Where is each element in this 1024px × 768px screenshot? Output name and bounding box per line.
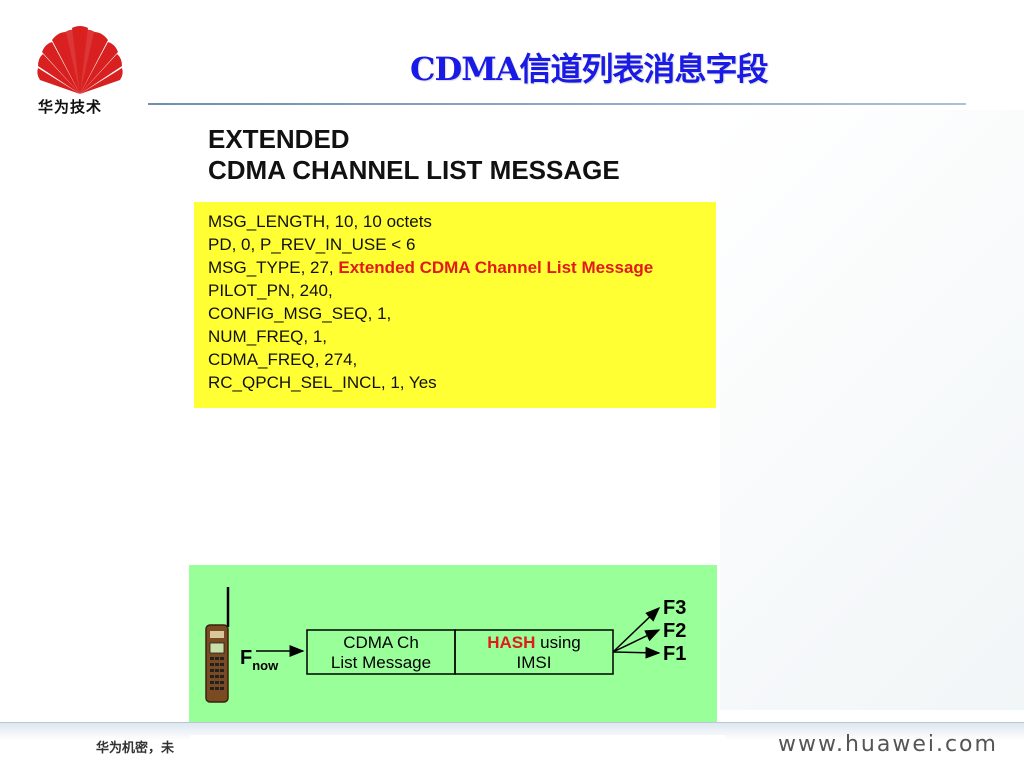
field-line: RC_QPCH_SEL_INCL, 1, Yes bbox=[208, 373, 437, 392]
footer-divider bbox=[0, 722, 1024, 723]
title-divider bbox=[148, 103, 966, 105]
heading-line-1: EXTENDED bbox=[208, 124, 350, 154]
field-line: PILOT_PN, 240, bbox=[208, 281, 333, 300]
message-type-highlight: Extended CDMA Channel List Message bbox=[338, 258, 654, 277]
output-f1: F1 bbox=[663, 643, 686, 665]
field-line: NUM_FREQ, 1, bbox=[208, 327, 328, 346]
output-f2: F2 bbox=[663, 620, 686, 642]
using-label: using bbox=[535, 633, 580, 652]
input-frequency-sub: now bbox=[252, 658, 279, 673]
hash-label: HASH bbox=[487, 633, 535, 652]
message-heading: EXTENDED CDMA CHANNEL LIST MESSAGE bbox=[208, 124, 620, 186]
hash-diagram: Fnow CDMA Ch List Message HASH using IMS… bbox=[205, 587, 686, 703]
background-texture bbox=[720, 110, 1024, 710]
imsi-label: IMSI bbox=[517, 653, 552, 672]
field-line: MSG_TYPE, 27, Extended CDMA Channel List… bbox=[208, 258, 654, 277]
message-fields-panel bbox=[194, 202, 716, 408]
footer-confidential-text: 华为机密，未 bbox=[96, 741, 175, 756]
output-arrow-f2 bbox=[612, 629, 661, 653]
svg-text:Fnow: Fnow bbox=[240, 647, 279, 673]
footer-cover bbox=[190, 735, 725, 768]
list-message-line-1: CDMA Ch bbox=[343, 633, 419, 652]
slide-title: CDMA信道列表消息字段 bbox=[410, 50, 768, 88]
mobile-phone-icon bbox=[205, 587, 230, 703]
field-line: MSG_LENGTH, 10, 10 octets bbox=[208, 212, 432, 231]
field-line: CONFIG_MSG_SEQ, 1, bbox=[208, 304, 392, 323]
logo-text: 华为技术 bbox=[38, 98, 103, 116]
output-f3: F3 bbox=[663, 597, 686, 619]
message-fields-list: MSG_LENGTH, 10, 10 octets PD, 0, P_REV_I… bbox=[208, 210, 653, 394]
field-line: CDMA_FREQ, 274, bbox=[208, 350, 358, 369]
svg-text:HASH using: HASH using bbox=[487, 633, 581, 652]
footer-url: www.huawei.com bbox=[778, 732, 998, 757]
list-message-line-2: List Message bbox=[331, 653, 431, 672]
output-arrow-f3 bbox=[612, 606, 661, 653]
heading-line-2: CDMA CHANNEL LIST MESSAGE bbox=[208, 155, 620, 185]
field-line: PD, 0, P_REV_IN_USE < 6 bbox=[208, 235, 416, 254]
input-frequency-label: F bbox=[240, 647, 252, 669]
huawei-logo-icon bbox=[37, 26, 123, 95]
hash-diagram-panel bbox=[189, 565, 717, 735]
output-arrow-f1 bbox=[612, 646, 661, 659]
